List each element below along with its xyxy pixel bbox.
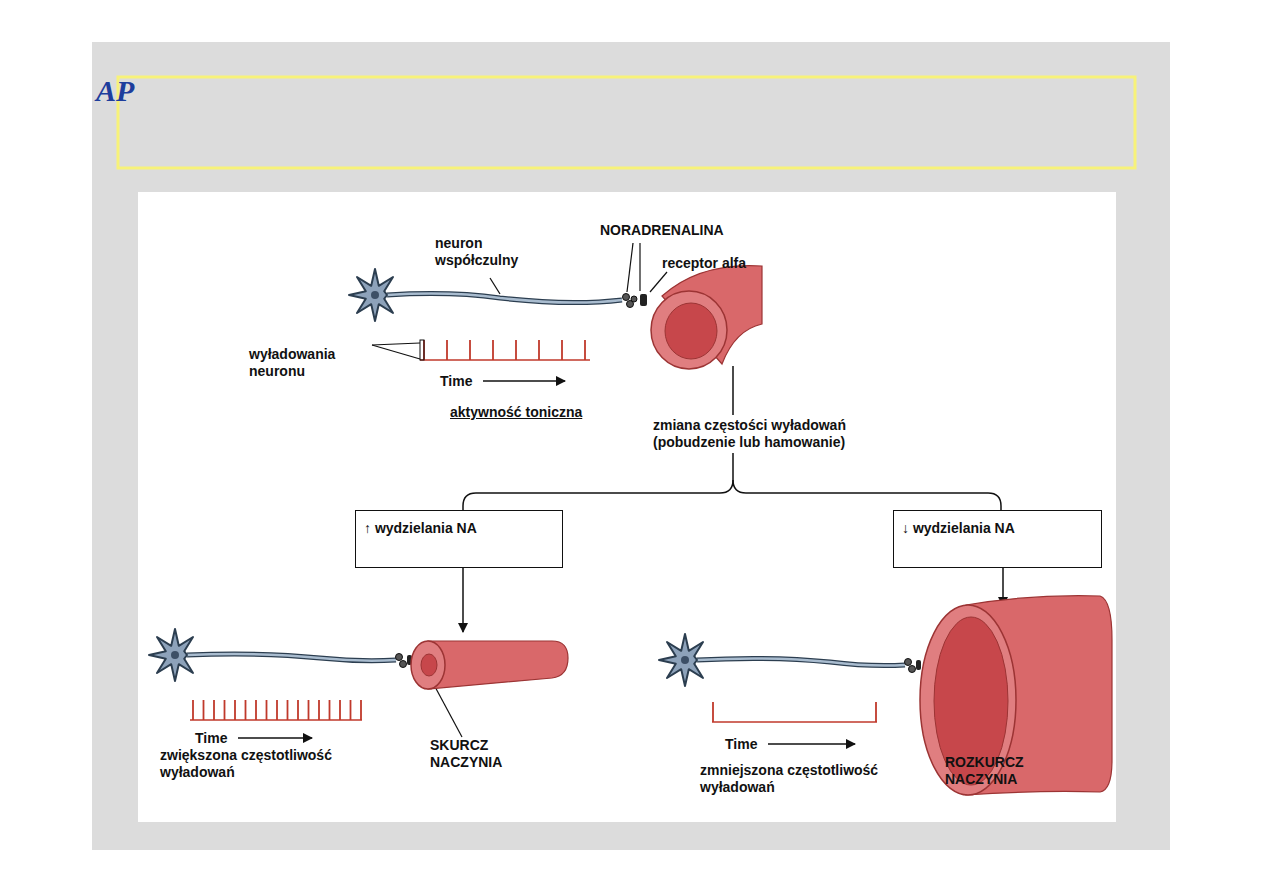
spike xyxy=(492,340,494,360)
spike-baseline xyxy=(420,359,590,361)
annotation: aktywność toniczna xyxy=(450,404,582,421)
leader-lines xyxy=(372,243,667,737)
figure-panel xyxy=(138,192,1116,822)
annotation: zwiększona częstotliwość wyładowań xyxy=(160,747,365,781)
axis-label: Time xyxy=(195,730,227,747)
spike xyxy=(224,700,226,720)
slide-ground xyxy=(92,42,1170,850)
title-frame xyxy=(118,77,1135,168)
annotation: neuron współczulny xyxy=(435,235,535,269)
spike xyxy=(339,700,341,720)
annotation: NORADRENALINA xyxy=(600,222,724,239)
neuron-bottom-right xyxy=(659,634,921,686)
spike xyxy=(584,340,586,360)
box-text: ↑ wydzielania NA xyxy=(364,520,477,537)
process-box: ↑ wydzielania NA xyxy=(355,510,563,568)
neuron-bottom-left xyxy=(149,629,412,681)
spike xyxy=(255,700,257,720)
spike xyxy=(515,340,517,360)
spike xyxy=(561,340,563,360)
annotation: receptor alfa xyxy=(662,255,746,272)
blood-vessel-constricted xyxy=(411,641,568,689)
neuron-top xyxy=(349,269,647,321)
annotation: ROZKURCZ NACZYNIA xyxy=(945,754,1045,788)
spike xyxy=(329,700,331,720)
spike xyxy=(203,700,205,720)
blood-vessel-top xyxy=(651,266,762,369)
annotation: zmiana częstości wyładowań (pobudzenie l… xyxy=(650,415,896,453)
spike xyxy=(234,700,236,720)
spike xyxy=(287,700,289,720)
process-box: ↓ wydzielania NA xyxy=(893,510,1102,568)
box-text: ↓ wydzielania NA xyxy=(902,520,1015,537)
annotation: zmniejszona częstotliwość wyładowań xyxy=(700,762,915,796)
annotation: wyładowania neuronu xyxy=(249,346,359,380)
logo: AP xyxy=(96,74,134,108)
spike xyxy=(469,340,471,360)
spike xyxy=(318,700,320,720)
spike xyxy=(308,700,310,720)
spike xyxy=(276,700,278,720)
spike-baseline xyxy=(712,721,877,723)
spike xyxy=(712,702,714,722)
spike xyxy=(538,340,540,360)
spike xyxy=(297,700,299,720)
spike xyxy=(245,700,247,720)
spike-trains xyxy=(190,340,877,722)
spike-marker xyxy=(420,340,424,360)
spike xyxy=(213,700,215,720)
spike xyxy=(192,700,194,720)
spike xyxy=(446,340,448,360)
alpha-receptor xyxy=(640,294,647,306)
blood-vessel-dilated xyxy=(920,596,1112,795)
spike xyxy=(875,702,877,722)
annotation: SKURCZ NACZYNIA xyxy=(430,737,520,771)
spike xyxy=(350,700,352,720)
spike xyxy=(360,700,362,720)
axis-label: Time xyxy=(725,736,757,753)
axis-label: Time xyxy=(440,373,472,390)
spike-baseline xyxy=(190,719,362,721)
spike xyxy=(266,700,268,720)
